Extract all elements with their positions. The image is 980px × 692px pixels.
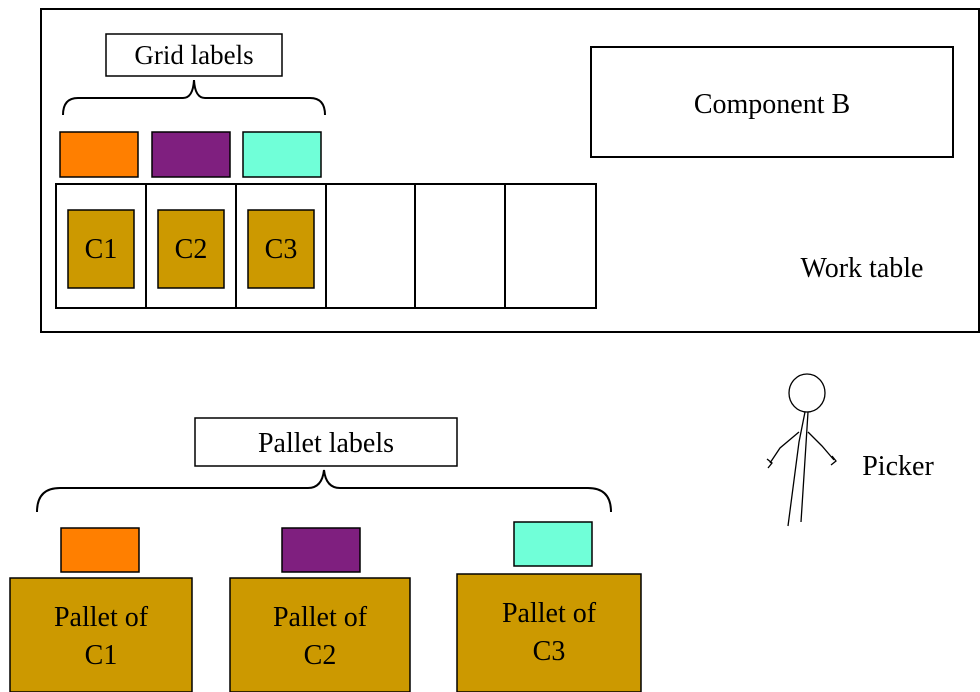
pallet-label-line1: Pallet of <box>54 602 149 633</box>
pallet-label-line2: C3 <box>533 636 566 667</box>
grid-cell-6 <box>504 183 597 309</box>
grid-item-label: C1 <box>85 234 118 265</box>
pallet-labels-brace <box>36 469 612 513</box>
pallet-3 <box>456 573 642 692</box>
pallet-label-line2: C1 <box>85 640 118 671</box>
pallet-label-tag-3 <box>513 521 593 567</box>
grid-label-tag-2 <box>151 131 231 178</box>
component-b-box <box>590 46 954 158</box>
grid-item-c1 <box>67 209 135 289</box>
pallet-label-line2: C2 <box>304 640 337 671</box>
grid-label-tag-3 <box>242 131 322 178</box>
picker-figure <box>766 373 837 527</box>
pallet-labels-title: Pallet labels <box>258 428 394 459</box>
pallet-label-line1: Pallet of <box>502 598 597 629</box>
grid-item-c3 <box>247 209 315 289</box>
pallet-1 <box>9 577 193 692</box>
grid-labels-box <box>105 33 283 77</box>
grid-item-c2 <box>157 209 225 289</box>
grid-cell-4 <box>325 183 416 309</box>
picker-label: Picker <box>862 451 934 482</box>
pallet-2 <box>229 577 411 692</box>
grid-labels-title: Grid labels <box>134 40 253 70</box>
grid-item-label: C3 <box>265 234 298 265</box>
pallet-label-line1: Pallet of <box>273 602 368 633</box>
pallet-label-tag-2 <box>281 527 361 573</box>
pallet-labels-box <box>194 417 458 467</box>
work-table-frame <box>40 8 980 333</box>
pallet-label-tag-1 <box>60 527 140 573</box>
grid-item-label: C2 <box>175 234 208 265</box>
grid-labels-brace <box>62 79 326 116</box>
grid-cell-5 <box>414 183 506 309</box>
grid-label-tag-1 <box>59 131 139 178</box>
work-table-label: Work table <box>801 253 924 284</box>
component-b-label: Component B <box>694 89 850 120</box>
